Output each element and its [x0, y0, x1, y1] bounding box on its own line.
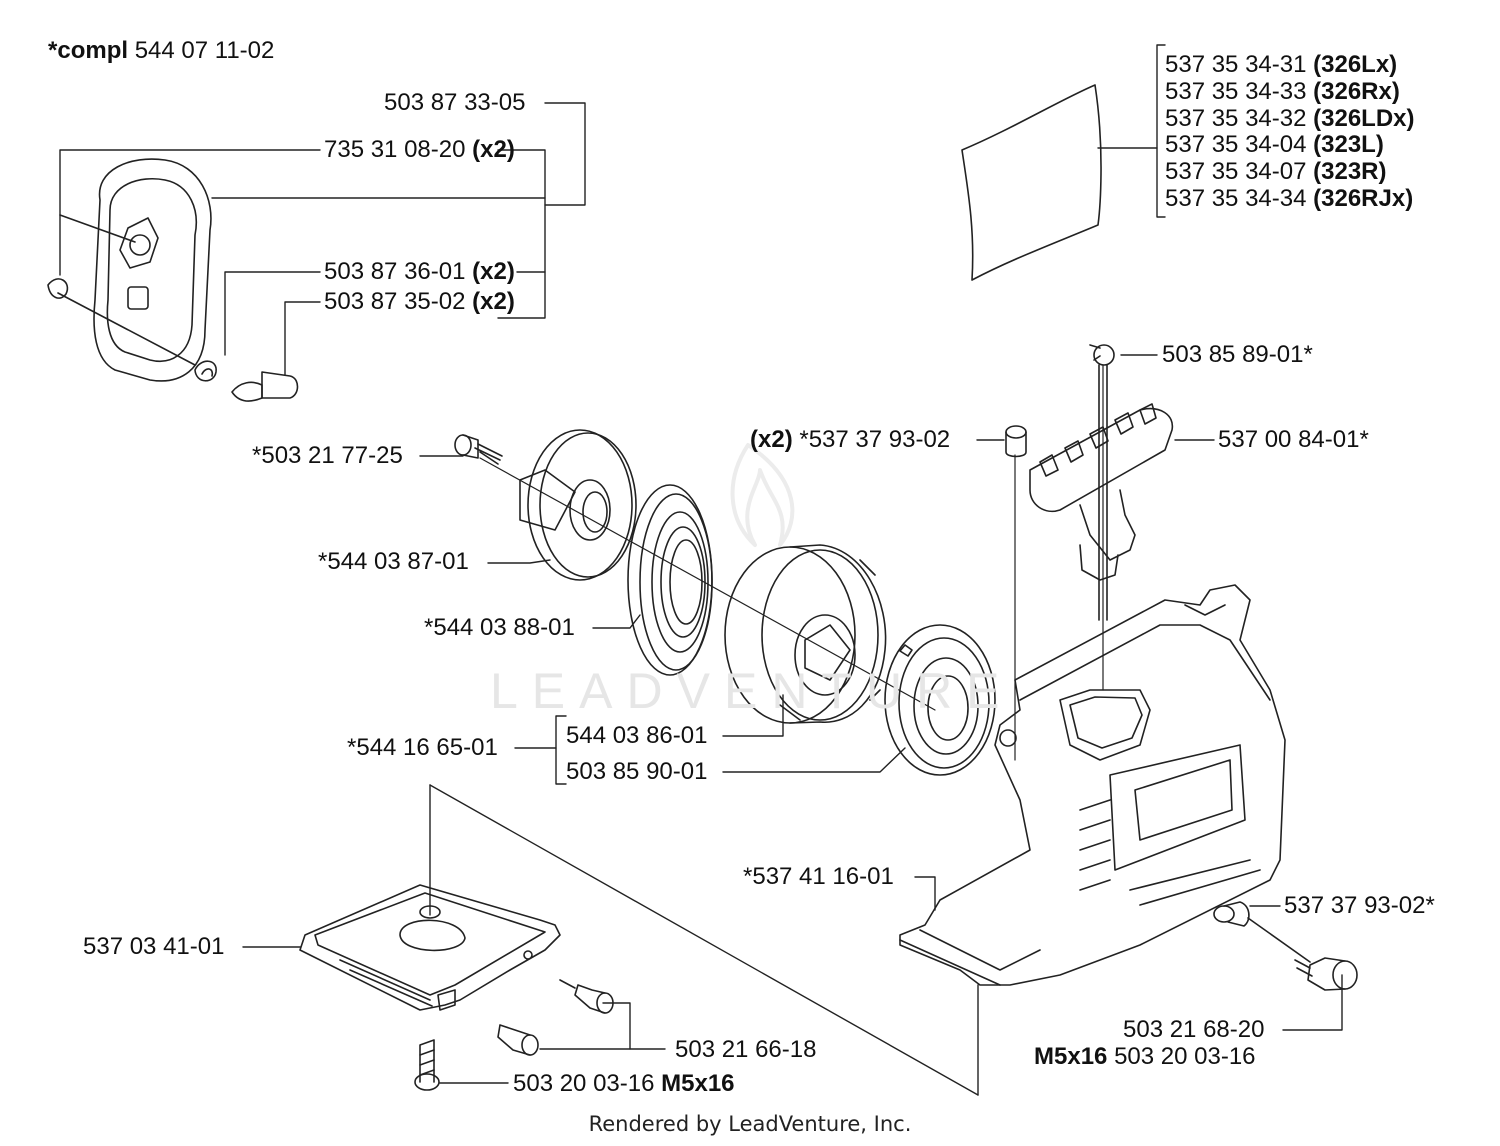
pulley-drawing	[724, 544, 887, 724]
decal-drawing	[961, 84, 1102, 281]
decal-number-5: 537 35 34-34 (326RJx)	[1165, 185, 1414, 212]
part-label-spring: 503 87 36-01 (x2)	[324, 258, 515, 285]
part-label-cover: 503 87 33-05	[384, 89, 526, 116]
housing-screw-drawing	[1294, 957, 1358, 991]
watermark-text: LEADVENTURE	[490, 663, 1014, 719]
starter-housing-drawing	[899, 584, 1286, 986]
starter-cover-drawing	[47, 158, 299, 402]
part-label-handle: 537 00 84-01*	[1218, 426, 1369, 453]
rewind-spring-drawing	[884, 624, 996, 776]
part-label-housing-screw: 503 21 68-20	[1123, 1016, 1265, 1043]
complete-assembly-label: *compl 544 07 11-02	[48, 37, 275, 64]
part-label-recoil-spring: *544 03 88-01	[424, 614, 575, 641]
part-label-rewind-spring: 503 85 90-01	[566, 758, 708, 785]
decal-number-4: 537 35 34-07 (323R)	[1165, 158, 1387, 185]
mounting-plate-drawing	[299, 884, 561, 1011]
housing-bushing-drawing	[1213, 901, 1311, 963]
part-label-plate: 537 03 41-01	[83, 933, 225, 960]
pulley-screw-drawing	[454, 434, 503, 465]
part-label-housing-screw-alt: M5x16 503 20 03-16	[1034, 1043, 1256, 1070]
part-label-pulley-screw: *503 21 77-25	[252, 442, 403, 469]
spring-cover-drawing	[519, 429, 637, 581]
decal-number-0: 537 35 34-31 (326Lx)	[1165, 51, 1398, 78]
decal-number-1: 537 35 34-33 (326Rx)	[1165, 78, 1400, 105]
decal-number-2: 537 35 34-32 (326LDx)	[1165, 105, 1415, 132]
watermark-flame-icon	[730, 443, 795, 547]
part-label-cover-nut: 735 31 08-20 (x2)	[324, 136, 515, 163]
part-label-pulley: 544 03 86-01	[566, 722, 708, 749]
part-label-pawl: 503 87 35-02 (x2)	[324, 288, 515, 315]
part-label-spring-cover: *544 03 87-01	[318, 548, 469, 575]
part-label-housing: *537 41 16-01	[743, 863, 894, 890]
handle-drawing	[1029, 403, 1174, 581]
part-label-housing-bushing: 537 37 93-02*	[1284, 892, 1435, 919]
decal-number-3: 537 35 34-04 (323L)	[1165, 131, 1384, 158]
part-label-rope: 503 85 89-01*	[1162, 341, 1313, 368]
recoil-spring-drawing	[627, 484, 713, 676]
footer-credit: Rendered by LeadVenture, Inc.	[588, 1112, 912, 1136]
part-label-plate-screw: 503 21 66-18	[675, 1036, 817, 1063]
rope-drawing	[1089, 344, 1115, 621]
part-label-plate-screw-alt: 503 20 03-16 M5x16	[513, 1070, 735, 1097]
part-label-bushing: (x2) *537 37 93-02	[750, 426, 951, 453]
bushing-drawing	[1005, 425, 1027, 458]
part-label-pulley-assembly: *544 16 65-01	[347, 734, 498, 761]
plate-screw-drawing	[414, 979, 614, 1091]
